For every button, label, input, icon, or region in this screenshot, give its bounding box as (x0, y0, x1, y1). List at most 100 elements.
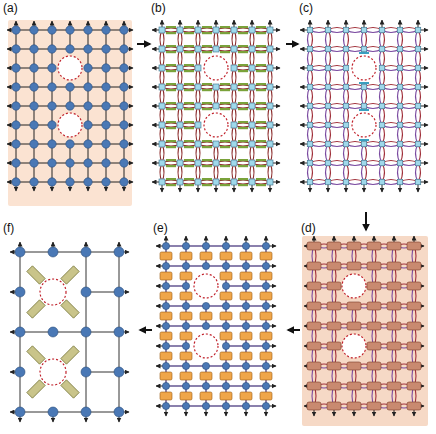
isometry-box (220, 392, 232, 400)
isometry-box (220, 312, 232, 320)
green-bar (184, 32, 194, 34)
tensor-square (249, 122, 255, 128)
green-bar (220, 165, 230, 167)
contracted-tensor (307, 402, 321, 410)
tensor-square (379, 46, 385, 52)
hole-boundary (58, 56, 82, 80)
tensor-square (177, 46, 183, 52)
tensor-node (222, 382, 229, 389)
contracted-tensor (327, 382, 341, 390)
green-bar (184, 108, 194, 110)
tensor-node (30, 178, 38, 186)
tensor-node (162, 302, 169, 309)
green-bar (184, 165, 194, 167)
contracted-tensor (307, 382, 321, 390)
green-bar (184, 121, 194, 123)
olive-tensor (27, 346, 45, 364)
tensor-node (262, 322, 269, 329)
olive-tensor (61, 300, 79, 318)
green-bar (166, 178, 176, 180)
contracted-tensor (327, 282, 341, 290)
tensor-node (114, 327, 124, 337)
tensor-square (267, 65, 273, 71)
tensor-node (30, 45, 38, 53)
tensor-square (195, 160, 201, 166)
tensor-node (222, 402, 229, 409)
hole-boundary (40, 279, 66, 305)
tensor-square (195, 27, 201, 33)
tensor-node (30, 121, 38, 129)
contracted-tensor (387, 302, 401, 310)
tensor-square (325, 122, 331, 128)
tensor-node (84, 102, 92, 110)
tensor-square (325, 179, 331, 185)
isometry-box (160, 312, 172, 320)
tensor-square (267, 122, 273, 128)
tensor-node (12, 83, 20, 91)
tensor-square (307, 141, 313, 147)
bond (20, 372, 21, 412)
tensor-square (177, 103, 183, 109)
green-bar (238, 45, 248, 47)
isometry-box (260, 332, 272, 340)
green-bar (184, 70, 194, 72)
tensor-node (66, 26, 74, 34)
olive-tensor (61, 266, 79, 284)
green-bar (238, 178, 248, 180)
panel-b (152, 20, 280, 192)
tensor-node (242, 302, 249, 309)
tensor-node (222, 262, 229, 269)
contracted-tensor (367, 362, 381, 370)
tensor-square (343, 65, 349, 71)
tensor-square (325, 103, 331, 109)
isometry-box (220, 352, 232, 360)
contracted-tensor (407, 262, 421, 270)
tensor-square (307, 46, 313, 52)
green-bar (238, 89, 248, 91)
tensor-square (307, 103, 313, 109)
panel-label: (f) (2, 222, 15, 235)
tensor-square (361, 160, 367, 166)
tensor-node (48, 159, 56, 167)
tensor-node (202, 382, 209, 389)
contracted-tensor (307, 282, 321, 290)
tensor-node (48, 102, 56, 110)
green-bar (220, 159, 230, 161)
tensor-node (202, 242, 209, 249)
isometry-box (240, 252, 252, 260)
tensor-node (242, 342, 249, 349)
tensor-square (159, 46, 165, 52)
isometry-box (220, 252, 232, 260)
green-bar (256, 89, 266, 91)
green-bar (202, 45, 212, 47)
panel-c (300, 20, 428, 192)
tensor-node (48, 327, 58, 337)
step-arrow (288, 329, 300, 331)
green-bar (166, 26, 176, 28)
isometry-box (160, 252, 172, 260)
tensor-square (379, 179, 385, 185)
green-bar (184, 89, 194, 91)
tensor-square (249, 27, 255, 33)
tensor-square (249, 84, 255, 90)
olive-tensor (61, 380, 79, 398)
isometry-box (180, 252, 192, 260)
tensor-node (202, 402, 209, 409)
tensor-node (102, 140, 110, 148)
green-bar (202, 159, 212, 161)
tensor-square (397, 141, 403, 147)
tensor-square (177, 179, 183, 185)
tensor-square (379, 103, 385, 109)
tensor-square (177, 160, 183, 166)
tensor-square (415, 84, 421, 90)
contracted-tensor (307, 262, 321, 270)
isometry-box (240, 352, 252, 360)
tensor-square (213, 103, 219, 109)
green-bar (256, 108, 266, 110)
green-bar (184, 159, 194, 161)
tensor-square (213, 141, 219, 147)
contracted-tensor (407, 402, 421, 410)
tensor-node (162, 382, 169, 389)
tensor-square (159, 179, 165, 185)
